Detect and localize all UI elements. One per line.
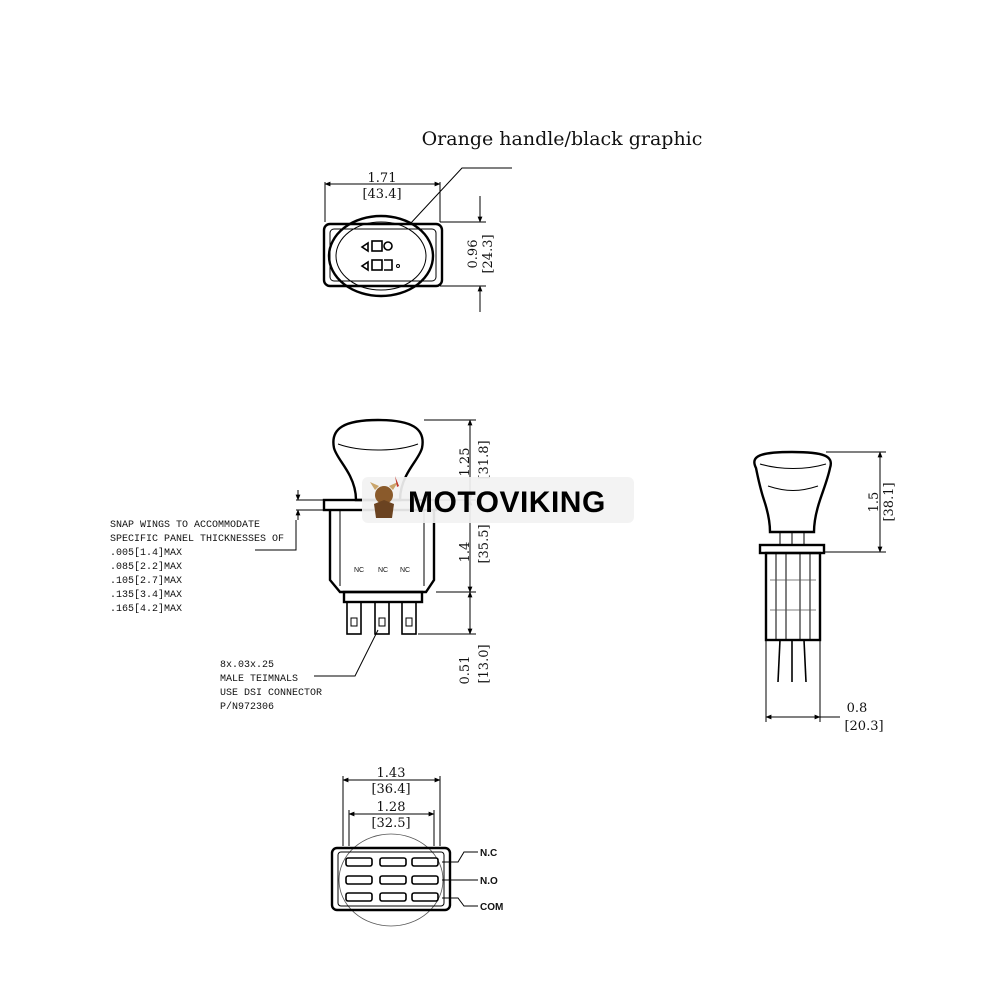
note-line: 8x.03x.25 bbox=[220, 660, 274, 671]
bottom-view: 1.43 [36.4] 1.28 [32.5] N.C N.O COM bbox=[330, 766, 503, 927]
front-view: NC NC NC 1.25 [31.8] 1.4 [35.5] 0.51 [13… bbox=[255, 418, 492, 685]
watermark-text: MOTOVIKING bbox=[408, 486, 606, 519]
pin-label-no: N.O bbox=[480, 876, 498, 887]
terminal-pin-1 bbox=[346, 601, 362, 635]
terminal-label-1: NC bbox=[354, 567, 364, 574]
front-upper-in: 1.25 bbox=[458, 448, 473, 477]
top-width-mm: [43.4] bbox=[362, 187, 401, 202]
bottom-inner-in: 1.28 bbox=[377, 800, 406, 815]
top-view: 1.71 [43.4] 0.96 [24.3] bbox=[322, 167, 512, 312]
note-line: .135[3.4]MAX bbox=[110, 589, 182, 601]
note-line: USE DSI CONNECTOR bbox=[220, 688, 322, 699]
note-line: .105[2.7]MAX bbox=[110, 575, 182, 587]
note-line: .085[2.2]MAX bbox=[110, 561, 182, 573]
note-line: P/N972306 bbox=[220, 701, 274, 713]
watermark: MOTOVIKING bbox=[362, 476, 634, 523]
front-body-mm: [35.5] bbox=[477, 524, 492, 563]
terminal-pin-3 bbox=[401, 601, 417, 635]
note-line: SPECIFIC PANEL THICKNESSES OF bbox=[110, 534, 284, 545]
top-height-mm: [24.3] bbox=[481, 234, 496, 273]
viking-logo-icon bbox=[370, 476, 399, 518]
pin-label-nc: N.C bbox=[480, 848, 497, 859]
note-line: .005[1.4]MAX bbox=[110, 547, 182, 559]
front-terminal-in: 0.51 bbox=[458, 656, 473, 685]
front-upper-mm: [31.8] bbox=[477, 440, 492, 479]
terminal-label-2: NC bbox=[378, 567, 388, 574]
side-view: 1.5 [38.1] 0.8 [20.3] bbox=[753, 450, 897, 734]
top-width-in: 1.71 bbox=[368, 171, 397, 186]
bottom-inner-mm: [32.5] bbox=[371, 816, 410, 831]
side-width-mm: [20.3] bbox=[844, 719, 883, 734]
side-height-mm: [38.1] bbox=[882, 482, 897, 521]
note-line: MALE TEIMNALS bbox=[220, 674, 298, 685]
terminal-pin-2 bbox=[374, 601, 390, 635]
front-terminal-mm: [13.0] bbox=[477, 644, 492, 683]
front-body-in: 1.4 bbox=[458, 542, 473, 563]
note-line: .165[4.2]MAX bbox=[110, 603, 182, 615]
terminal-note: 8x.03x.25 MALE TEIMNALS USE DSI CONNECTO… bbox=[220, 629, 379, 713]
bottom-outer-in: 1.43 bbox=[377, 766, 406, 781]
snap-wings-note: SNAP WINGS TO ACCOMMODATE SPECIFIC PANEL… bbox=[110, 520, 284, 615]
side-height-in: 1.5 bbox=[867, 492, 882, 513]
terminal-label-3: NC bbox=[400, 567, 410, 574]
side-width-in: 0.8 bbox=[847, 701, 868, 716]
bottom-outer-mm: [36.4] bbox=[371, 782, 410, 797]
diagram-title: Orange handle/black graphic bbox=[422, 128, 703, 150]
pin-label-com: COM bbox=[480, 902, 503, 913]
handle-graphic-icon bbox=[360, 240, 400, 272]
top-height-in: 0.96 bbox=[466, 240, 481, 269]
note-line: SNAP WINGS TO ACCOMMODATE bbox=[110, 520, 260, 531]
